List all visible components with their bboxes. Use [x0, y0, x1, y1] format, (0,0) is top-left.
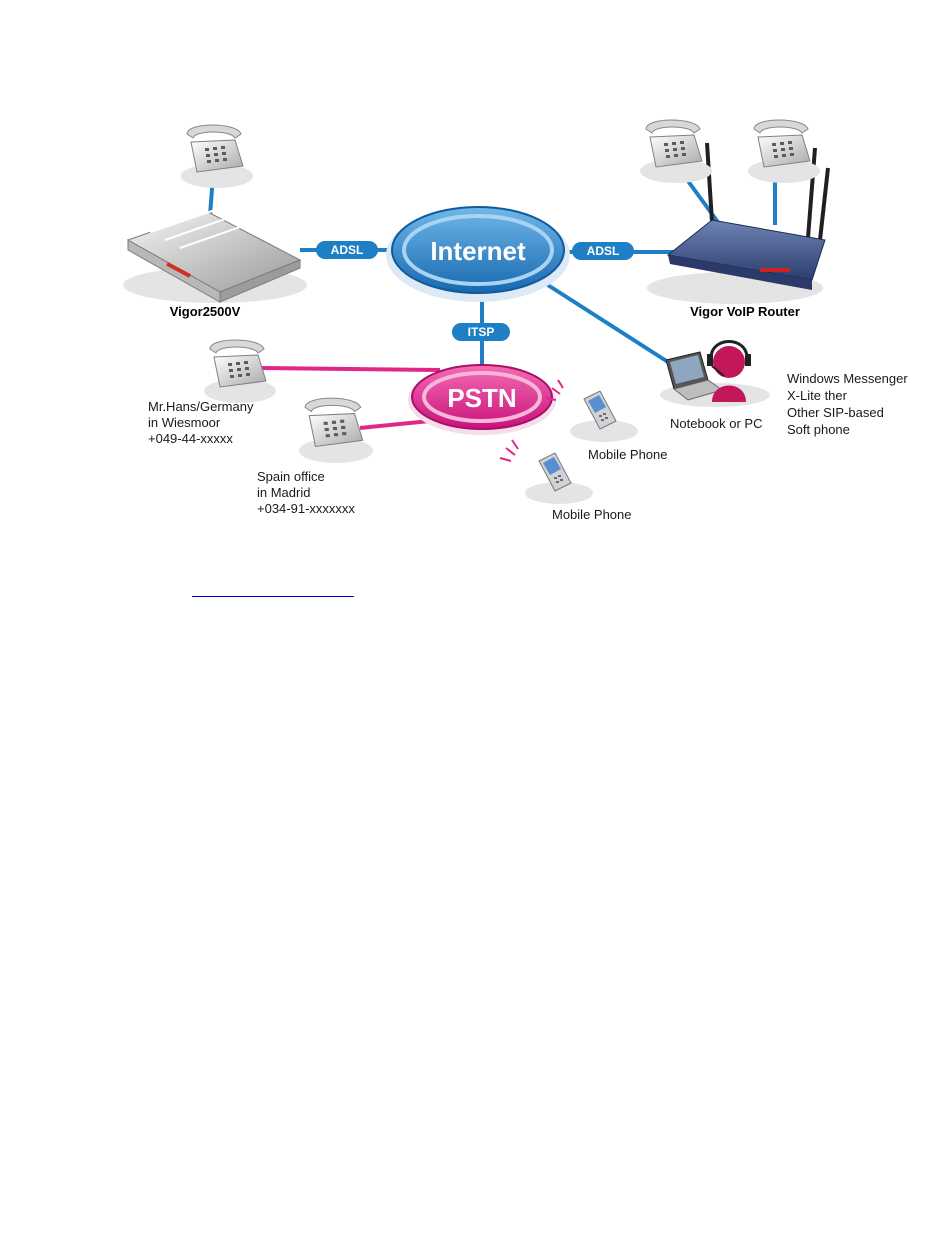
svg-text:Spain office: Spain office: [257, 469, 325, 484]
itsp-label: ITSP: [468, 325, 495, 339]
pstn-cloud: PSTN: [408, 365, 556, 435]
desk-phone-icon: [204, 340, 276, 403]
itsp-pill: ITSP: [452, 323, 510, 341]
svg-text:Windows Messenger: Windows Messenger: [787, 371, 908, 386]
adsl-left-pill: ADSL: [316, 241, 378, 259]
vigor2500v-label: Vigor2500V: [170, 304, 241, 319]
svg-text:Other SIP-based: Other SIP-based: [787, 405, 884, 420]
pstn-label: PSTN: [447, 383, 516, 413]
adsl-left-label: ADSL: [331, 243, 364, 257]
softphone-list: Windows Messenger X-Lite ther Other SIP-…: [787, 371, 908, 437]
svg-text:X-Lite ther: X-Lite ther: [787, 388, 848, 403]
notebook-label: Notebook or PC: [670, 416, 763, 431]
adsl-right-label: ADSL: [587, 244, 620, 258]
svg-text:+049-44-xxxxx: +049-44-xxxxx: [148, 431, 233, 446]
vigor-voip-router-label: Vigor VoIP Router: [690, 304, 800, 319]
desk-phone-icon: [299, 398, 373, 463]
svg-text:Soft phone: Soft phone: [787, 422, 850, 437]
mobile-phone-icon: [570, 391, 638, 442]
svg-text:in Madrid: in Madrid: [257, 485, 310, 500]
svg-text:+034-91-xxxxxxx: +034-91-xxxxxxx: [257, 501, 355, 516]
adsl-right-pill: ADSL: [572, 242, 634, 260]
mobile-phone-label-1: Mobile Phone: [588, 447, 668, 462]
hyperlink[interactable]: [192, 578, 354, 597]
svg-text:in Wiesmoor: in Wiesmoor: [148, 415, 221, 430]
internet-label: Internet: [430, 236, 526, 266]
vigor2500v-modem: Vigor2500V: [123, 205, 307, 319]
svg-text:Mr.Hans/Germany: Mr.Hans/Germany: [148, 399, 254, 414]
network-diagram: Internet PSTN ADSL ADSL ITSP Vigor2500V: [0, 0, 950, 560]
desk-phone-icon: [181, 125, 253, 188]
desk-phone-icon: [748, 120, 820, 183]
internet-cloud: Internet: [386, 207, 570, 302]
spain-contact-label: Spain office in Madrid +034-91-xxxxxxx: [257, 469, 355, 516]
notebook-user: [660, 342, 770, 408]
mobile-phone-label-2: Mobile Phone: [552, 507, 632, 522]
germany-contact-label: Mr.Hans/Germany in Wiesmoor +049-44-xxxx…: [148, 399, 254, 446]
desk-phone-icon: [640, 120, 712, 183]
mobile-phone-icon: [525, 453, 593, 504]
